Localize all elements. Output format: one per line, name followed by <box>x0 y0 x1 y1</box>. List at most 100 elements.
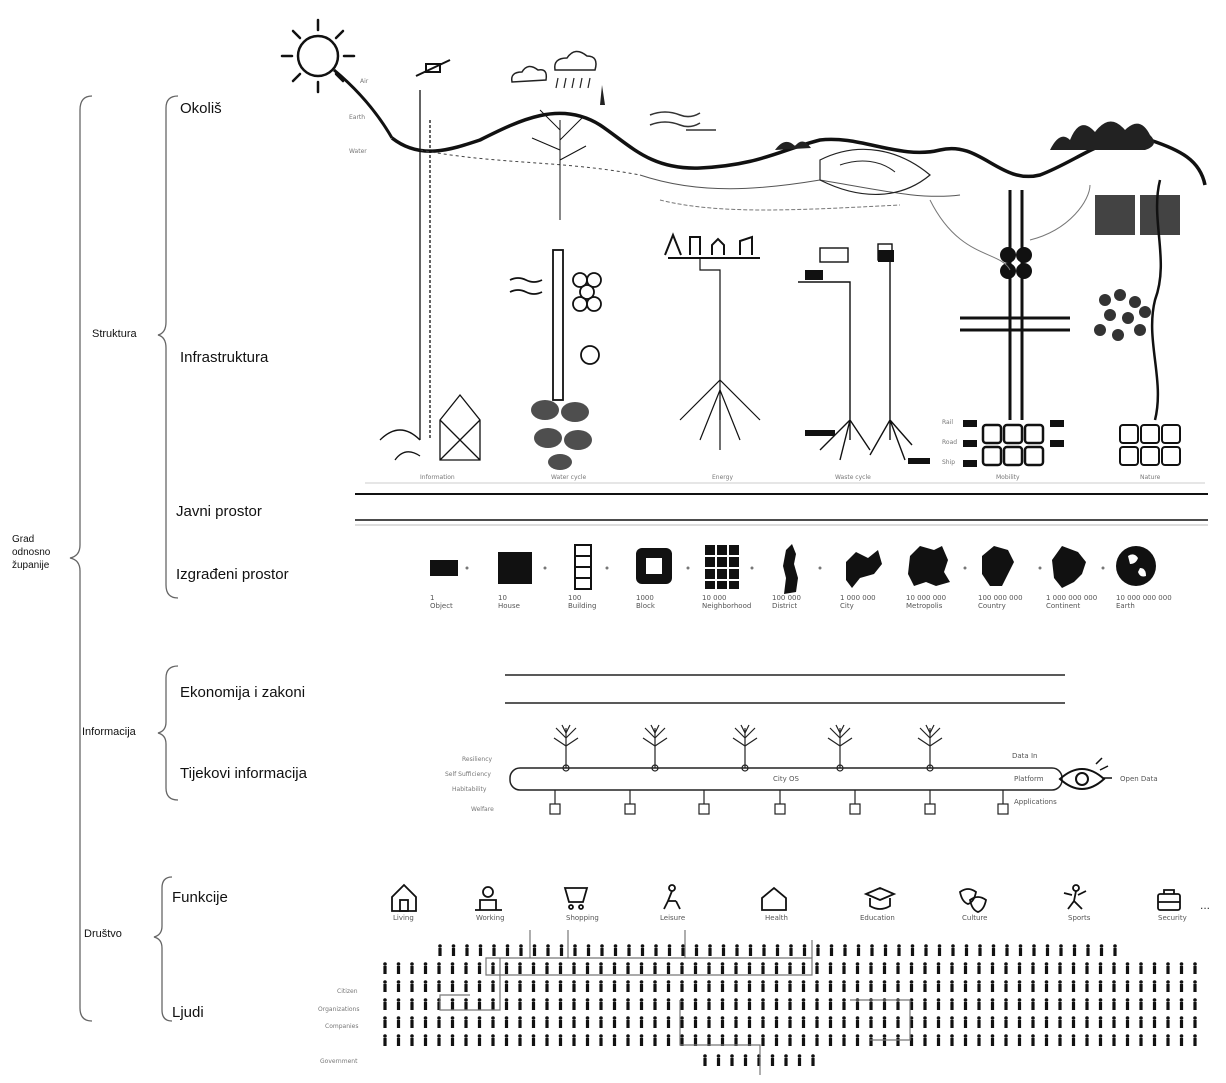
person-icon <box>1017 1034 1022 1046</box>
person-icon <box>1193 962 1197 974</box>
scale-neighborhood-icon <box>705 545 739 589</box>
person-icon <box>504 980 509 992</box>
tree-icon <box>531 109 587 220</box>
person-icon <box>707 962 711 974</box>
person-icon <box>909 980 914 992</box>
person-icon <box>950 980 954 992</box>
person-icon <box>396 998 401 1010</box>
person-icon <box>653 998 657 1010</box>
person-icon <box>1004 962 1008 974</box>
person-icon <box>639 1034 644 1046</box>
label-tijekovi: Tijekovi informacija <box>180 765 307 782</box>
person-icon <box>626 1034 630 1046</box>
person-icon <box>1152 980 1157 992</box>
person-icon <box>491 1034 495 1046</box>
person-icon <box>761 1016 765 1028</box>
person-icon <box>1166 1016 1170 1028</box>
person-icon <box>680 1034 684 1046</box>
person-icon <box>410 980 414 992</box>
person-icon <box>869 962 873 974</box>
person-icon <box>1152 962 1157 974</box>
person-icon <box>1004 1034 1008 1046</box>
person-icon <box>599 998 603 1010</box>
person-icon <box>572 998 576 1010</box>
person-icon <box>1071 1034 1076 1046</box>
person-icon <box>1085 998 1089 1010</box>
nature-grid <box>1119 424 1181 466</box>
person-icon <box>1179 1034 1184 1046</box>
data-in-trees <box>553 724 943 772</box>
person-icon <box>666 1034 671 1046</box>
person-icon <box>1058 1016 1062 1028</box>
person-icon <box>626 998 630 1010</box>
person-icon <box>437 1016 441 1028</box>
economy-lines <box>505 674 1065 704</box>
person-icon <box>599 1016 603 1028</box>
person-icon <box>693 980 698 992</box>
person-icon <box>586 944 591 956</box>
person-icon <box>464 1034 468 1046</box>
person-icon <box>909 962 914 974</box>
person-icon <box>855 962 860 974</box>
person-icon <box>558 998 563 1010</box>
people-group-1: Organizations <box>318 1006 360 1013</box>
function-label-3: Leisure <box>660 914 686 922</box>
label-informacija: Informacija <box>82 726 136 738</box>
person-icon <box>477 998 482 1010</box>
person-icon <box>788 980 792 992</box>
person-icon <box>396 962 401 974</box>
person-icon <box>423 962 428 974</box>
person-icon <box>464 980 468 992</box>
person-icon <box>492 944 496 956</box>
more-functions: ... <box>1200 898 1211 912</box>
person-icon <box>1125 1016 1130 1028</box>
label-earth: Earth <box>349 114 366 121</box>
person-icon <box>491 962 495 974</box>
person-icon <box>1179 1016 1184 1028</box>
person-icon <box>1085 1034 1089 1046</box>
person-icon <box>924 944 928 956</box>
leisure-icon <box>663 884 681 910</box>
water-cycle-column <box>509 249 602 401</box>
person-icon <box>936 1016 941 1028</box>
person-icon <box>801 962 806 974</box>
person-icon <box>730 1054 734 1066</box>
person-icon <box>855 1016 860 1028</box>
person-icon <box>963 998 968 1010</box>
person-icon <box>721 944 726 956</box>
person-icon <box>842 1016 846 1028</box>
platform-label: Platform <box>1014 775 1044 783</box>
scale-block-icon <box>636 548 672 584</box>
person-icon <box>518 962 522 974</box>
person-icon <box>519 944 523 956</box>
brace-drustvo <box>153 876 173 1022</box>
person-icon <box>491 1016 495 1028</box>
data-in-label: Data In <box>1012 752 1038 760</box>
person-icon <box>1031 980 1035 992</box>
label-izgradeni-prostor: Izgrađeni prostor <box>176 566 289 583</box>
person-icon <box>734 962 738 974</box>
person-icon <box>1017 998 1022 1010</box>
person-icon <box>505 944 510 956</box>
label-ekonomija: Ekonomija i zakoni <box>180 684 306 701</box>
person-icon <box>869 980 873 992</box>
person-icon <box>693 1016 698 1028</box>
person-icon <box>897 944 901 956</box>
person-icon <box>612 998 617 1010</box>
mobility-column <box>960 190 1070 420</box>
person-icon <box>423 998 428 1010</box>
platform-bar <box>509 767 1063 791</box>
person-icon <box>923 1034 927 1046</box>
person-icon <box>1018 944 1023 956</box>
label-struktura: Struktura <box>92 328 137 340</box>
person-icon <box>1098 1016 1103 1028</box>
sun-icon <box>280 18 356 94</box>
person-icon <box>1166 998 1170 1010</box>
infra-label-3: Waste cycle <box>835 474 871 481</box>
person-icon <box>653 1016 657 1028</box>
person-icon <box>666 998 671 1010</box>
person-icon <box>950 1034 954 1046</box>
